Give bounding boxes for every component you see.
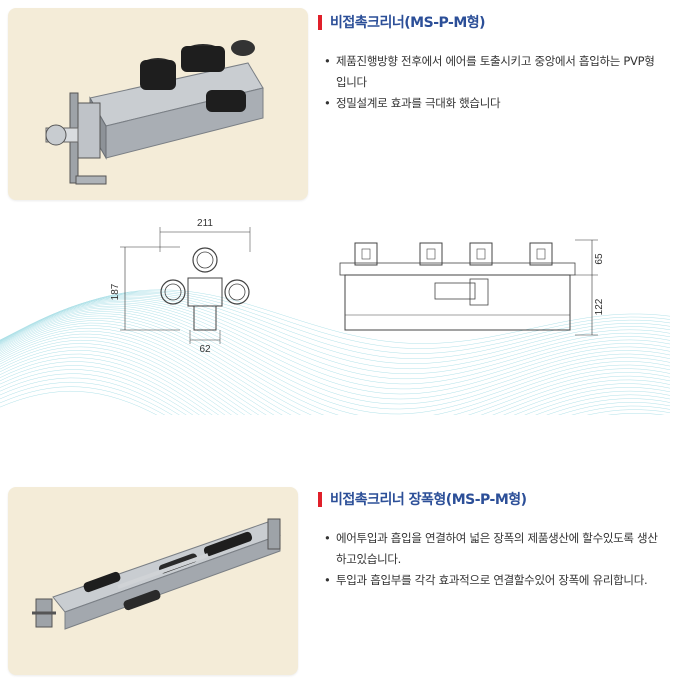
wide-cleaner-illustration <box>32 518 281 630</box>
dim-height-lower-right: 122 <box>594 298 605 315</box>
dim-height-left: 187 <box>110 283 121 300</box>
wave-background <box>0 289 671 415</box>
section2-bullets: 에어투입과 흡입을 연결하여 넓은 장폭의 제품생산에 할수있도록 생산하고있습… <box>322 528 662 591</box>
front-view-drawing: 211 187 62 <box>110 218 251 355</box>
list-item: 에어투입과 흡입을 연결하여 넓은 장폭의 제품생산에 할수있도록 생산하고있습… <box>322 528 662 570</box>
section1-bullets: 제품진행방향 전후에서 에어를 토출시키고 중앙에서 흡입하는 PVP형입니다 … <box>322 51 662 114</box>
list-item: 제품진행방향 전후에서 에어를 토출시키고 중앙에서 흡입하는 PVP형입니다 <box>322 51 662 93</box>
section2-title-text: 비접촉크리너 장폭형(MS-P-M형) <box>330 492 527 508</box>
dim-height-upper-right: 65 <box>594 253 605 265</box>
title-accent-bar <box>318 491 322 507</box>
side-view-drawing: 65 122 <box>339 239 605 336</box>
list-item: 정밀설계로 효과를 극대화 했습니다 <box>322 93 662 114</box>
dim-width-bottom: 62 <box>199 344 211 355</box>
list-item: 투입과 흡입부를 각각 효과적으로 연결할수있어 장폭에 유리합니다. <box>322 570 662 591</box>
section1-title-text: 비접촉크리너(MS-P-M형) <box>330 15 486 31</box>
title-accent-bar <box>318 14 322 30</box>
dim-width-top: 211 <box>197 218 213 229</box>
cleaner-illustration <box>45 40 264 185</box>
product-photo-1 <box>8 8 308 200</box>
section2-title: 비접촉크리너 장폭형(MS-P-M형) <box>318 489 527 509</box>
section1-title: 비접촉크리너(MS-P-M형) <box>318 12 486 32</box>
product-photo-2 <box>8 487 298 675</box>
